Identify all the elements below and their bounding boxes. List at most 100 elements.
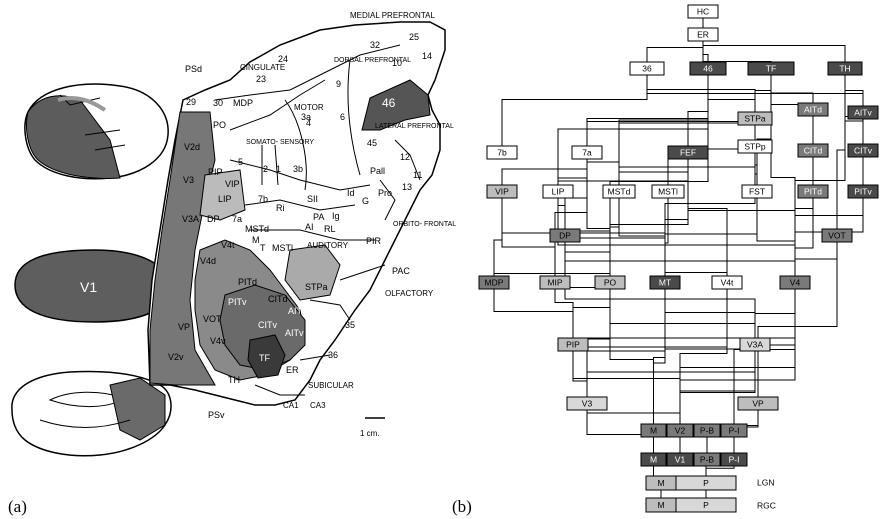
label-9: 9: [336, 79, 341, 89]
node-a46: 46: [690, 62, 726, 75]
scale-label: 1 cm.: [360, 429, 380, 438]
connection-line: [555, 153, 587, 283]
connection-line: [757, 69, 771, 192]
label-v4v: V4v: [210, 336, 226, 346]
label-vip: VIP: [225, 179, 240, 189]
label-m: M: [252, 235, 260, 245]
node-label: PIP: [566, 339, 580, 349]
scale-bar: 1 cm.: [360, 418, 385, 438]
connection-line: [502, 192, 555, 283]
node-label: HC: [697, 6, 709, 16]
node-label: PO: [604, 277, 617, 287]
node-vot: VOT: [822, 229, 852, 242]
node-label: PITd: [804, 186, 822, 196]
label-rl: RL: [324, 224, 336, 234]
label-4: 4: [306, 118, 311, 128]
label-th: TH: [228, 375, 240, 385]
connection-line: [688, 153, 795, 283]
label-lgn: LGN: [757, 477, 774, 487]
connection-line: [558, 69, 708, 192]
panel-a-label: (a): [8, 497, 27, 516]
label-v3a: V3A: [182, 214, 199, 224]
node-stpp: STPp: [738, 140, 772, 153]
connection-line: [558, 192, 795, 283]
node-dp: DP: [550, 229, 580, 242]
connection-line: [565, 236, 795, 283]
node-v1: V1: [667, 453, 693, 466]
node-stpa: STPa: [738, 112, 772, 125]
connection-line: [680, 345, 755, 431]
label-vot: VOT: [203, 314, 222, 324]
region-lateral-prefrontal: LATERAL PREFRONTAL: [375, 123, 454, 130]
label-mstd: MSTd: [245, 224, 269, 234]
node-v3a: V3A: [740, 338, 770, 351]
connection-line: [708, 69, 755, 147]
node-label: M: [657, 500, 664, 510]
connection-line: [587, 283, 610, 404]
connection-line: [795, 236, 837, 283]
node-label: AITd: [804, 104, 822, 114]
node-label: P: [703, 478, 709, 488]
panel-b-label: (b): [452, 497, 472, 516]
label-11: 11: [413, 170, 422, 180]
node-label: PITv: [854, 186, 872, 196]
node-label: TF: [766, 63, 776, 73]
label-2: 2: [263, 164, 268, 174]
label-vp: VP: [178, 322, 190, 332]
node-tf: TF: [748, 62, 794, 75]
node-label: P-B: [700, 454, 715, 464]
label-g: G: [362, 196, 369, 206]
region-auditory: AUDITORY: [307, 241, 349, 250]
label-pa: PA: [313, 212, 324, 222]
label-ig: Ig: [332, 211, 340, 221]
node-label: FST: [749, 186, 765, 196]
label-5: 5: [238, 157, 243, 167]
connection-line: [654, 283, 666, 431]
node-lgn_m: M: [646, 476, 676, 490]
node-label: VP: [752, 398, 764, 408]
node-label: M: [657, 478, 664, 488]
node-mdp: MDP: [479, 276, 509, 289]
connection-line: [619, 69, 771, 192]
label-pitd: PITd: [238, 277, 257, 287]
node-hc: HC: [688, 5, 718, 18]
label-7a: 7a: [232, 214, 242, 224]
label-pall: Pall: [370, 166, 385, 176]
label-6: 6: [340, 112, 345, 122]
node-label: TH: [839, 63, 850, 73]
label-lip: LIP: [218, 194, 232, 204]
connection-line: [587, 345, 755, 404]
label-id: Id: [347, 188, 355, 198]
node-v2: V2: [667, 424, 693, 437]
node-label: M: [650, 454, 657, 464]
label-citv: CITv: [258, 320, 277, 330]
node-label: 7a: [582, 147, 592, 157]
node-a7a: 7a: [572, 146, 602, 159]
node-label: ER: [697, 29, 709, 39]
label-23: 23: [256, 74, 266, 84]
label-29: 29: [186, 97, 196, 107]
node-label: CITd: [804, 145, 823, 155]
node-mip: MIP: [540, 276, 570, 289]
node-label: MT: [659, 277, 671, 287]
label-1: 1: [276, 164, 281, 174]
node-label: V4t: [721, 277, 734, 287]
node-label: LIP: [552, 186, 565, 196]
connection-line: [494, 283, 573, 345]
label-pac: PAC: [392, 266, 410, 276]
node-pitd: PITd: [798, 185, 828, 198]
connection-line: [845, 69, 863, 192]
region-olfactory: OLFACTORY: [385, 289, 434, 298]
connection-line: [619, 192, 665, 283]
label-ca3: CA3: [310, 401, 326, 410]
label-v2d: V2d: [184, 142, 200, 152]
label-46: 46: [382, 96, 396, 110]
connection-line: [610, 283, 755, 345]
region-subicular: SUBICULAR: [308, 381, 354, 390]
node-label: VIP: [495, 186, 509, 196]
connection-line: [502, 69, 647, 153]
connection-line: [494, 192, 502, 283]
node-label: P-B: [700, 425, 715, 435]
node-label: STPp: [744, 141, 766, 151]
label-stpa: STPa: [305, 282, 328, 292]
